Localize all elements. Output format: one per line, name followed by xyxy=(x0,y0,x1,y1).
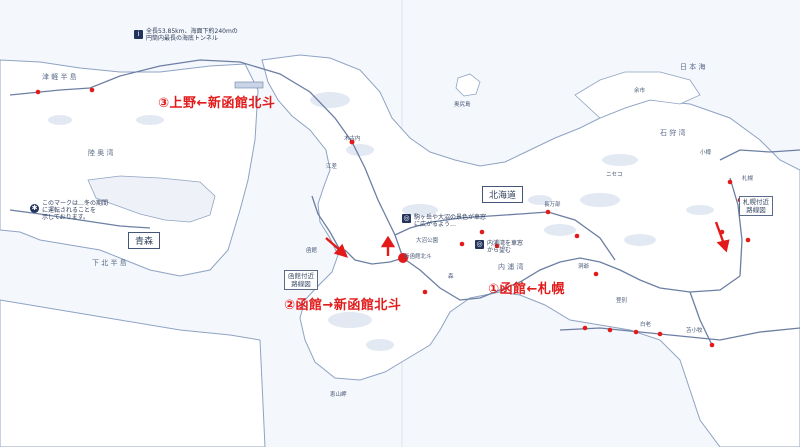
info-icon-tunnel: i xyxy=(134,30,143,39)
aomori-south xyxy=(0,299,266,447)
place-tomakomai: 苫小牧 xyxy=(686,328,703,334)
hakodate-detail-box: 函館付近 路線図 xyxy=(284,270,318,290)
west-coast xyxy=(311,195,341,251)
camera-icon-onuma: ◎ xyxy=(402,214,411,223)
rail-lines xyxy=(9,59,800,346)
hakodate-main-line xyxy=(402,257,741,301)
hokkaido-land xyxy=(261,54,800,447)
place-yoichi: 余市 xyxy=(634,88,646,94)
hidaka-line xyxy=(689,291,713,346)
sapporo-line xyxy=(719,149,800,161)
place-onuma: 大沼公園 xyxy=(416,238,439,244)
sea-japan: 日 本 海 xyxy=(680,63,706,71)
tunnel-marker-rect xyxy=(234,81,264,89)
direction-arrows xyxy=(325,221,730,258)
place-otaru: 小樽 xyxy=(700,150,712,156)
okushiri-island xyxy=(455,73,481,97)
shakotan-land xyxy=(574,71,701,119)
route-label-2: ②函館→新函館北斗 xyxy=(284,298,402,313)
route-label-3: ③上野←新函館北斗 xyxy=(158,96,276,111)
place-toya: 洞爺 xyxy=(578,264,590,270)
region-aomori: 青森 xyxy=(128,232,161,249)
place-esashi: 江差 xyxy=(326,164,338,170)
snowflake-icon: ✱ xyxy=(30,204,39,213)
shimokita-peninsula xyxy=(87,175,216,223)
mountain-shading xyxy=(48,92,714,351)
sea-uchiura: 内 浦 湾 xyxy=(498,263,524,271)
place-hakodate: 函館 xyxy=(306,248,318,254)
place-niseko: ニセコ xyxy=(606,172,623,178)
uchiura-note: 内浦湾を車窓 から望む xyxy=(487,240,524,254)
muroran-line xyxy=(547,211,616,261)
place-noboribetsu: 登別 xyxy=(616,298,628,304)
place-esan: 恵山岬 xyxy=(330,392,347,398)
station-dots xyxy=(35,87,751,348)
tunnel-note: 全長53.85km、海面下約240mの 円筒内最長の海底トンネル xyxy=(146,28,238,42)
place-kikonai: 木古内 xyxy=(344,136,361,142)
chitose-line xyxy=(729,177,743,277)
sea-ishikari: 石 狩 湾 xyxy=(660,129,686,137)
route-label-1: ①函館←札幌 xyxy=(488,282,565,297)
place-sapporo: 札幌 xyxy=(742,176,754,182)
place-mori: 森 xyxy=(448,274,454,280)
sea-shimokita: 下 北 半 島 xyxy=(92,259,127,267)
sea-mutsu: 陸 奥 湾 xyxy=(88,149,114,157)
onuma-loop xyxy=(394,211,549,236)
aomori-land xyxy=(0,59,259,277)
snow-note: このマークは…冬の期間 に運転されることを 示しております。 xyxy=(42,200,109,221)
place-okushiri: 奥尻島 xyxy=(454,102,471,108)
tsugaru-line xyxy=(9,59,404,259)
aomori-west xyxy=(9,209,151,229)
sea-tsugaru: 津 軽 半 島 xyxy=(42,73,77,81)
place-shinhakodate: 新函館北斗 xyxy=(404,254,432,260)
sapporo-detail-box: 札幌付近 路線図 xyxy=(739,196,773,216)
place-oshamambe: 長万部 xyxy=(544,202,561,208)
hakodate-branch xyxy=(344,249,404,265)
onuma-note: 駒ヶ岳や大沼の景色が車窓 に広がるよう… xyxy=(414,214,487,228)
place-shiraoi: 白老 xyxy=(640,322,652,328)
region-hokkaido: 北海道 xyxy=(482,186,524,203)
camera-icon-uchiura: ◎ xyxy=(475,240,484,249)
south-coast xyxy=(559,327,800,341)
